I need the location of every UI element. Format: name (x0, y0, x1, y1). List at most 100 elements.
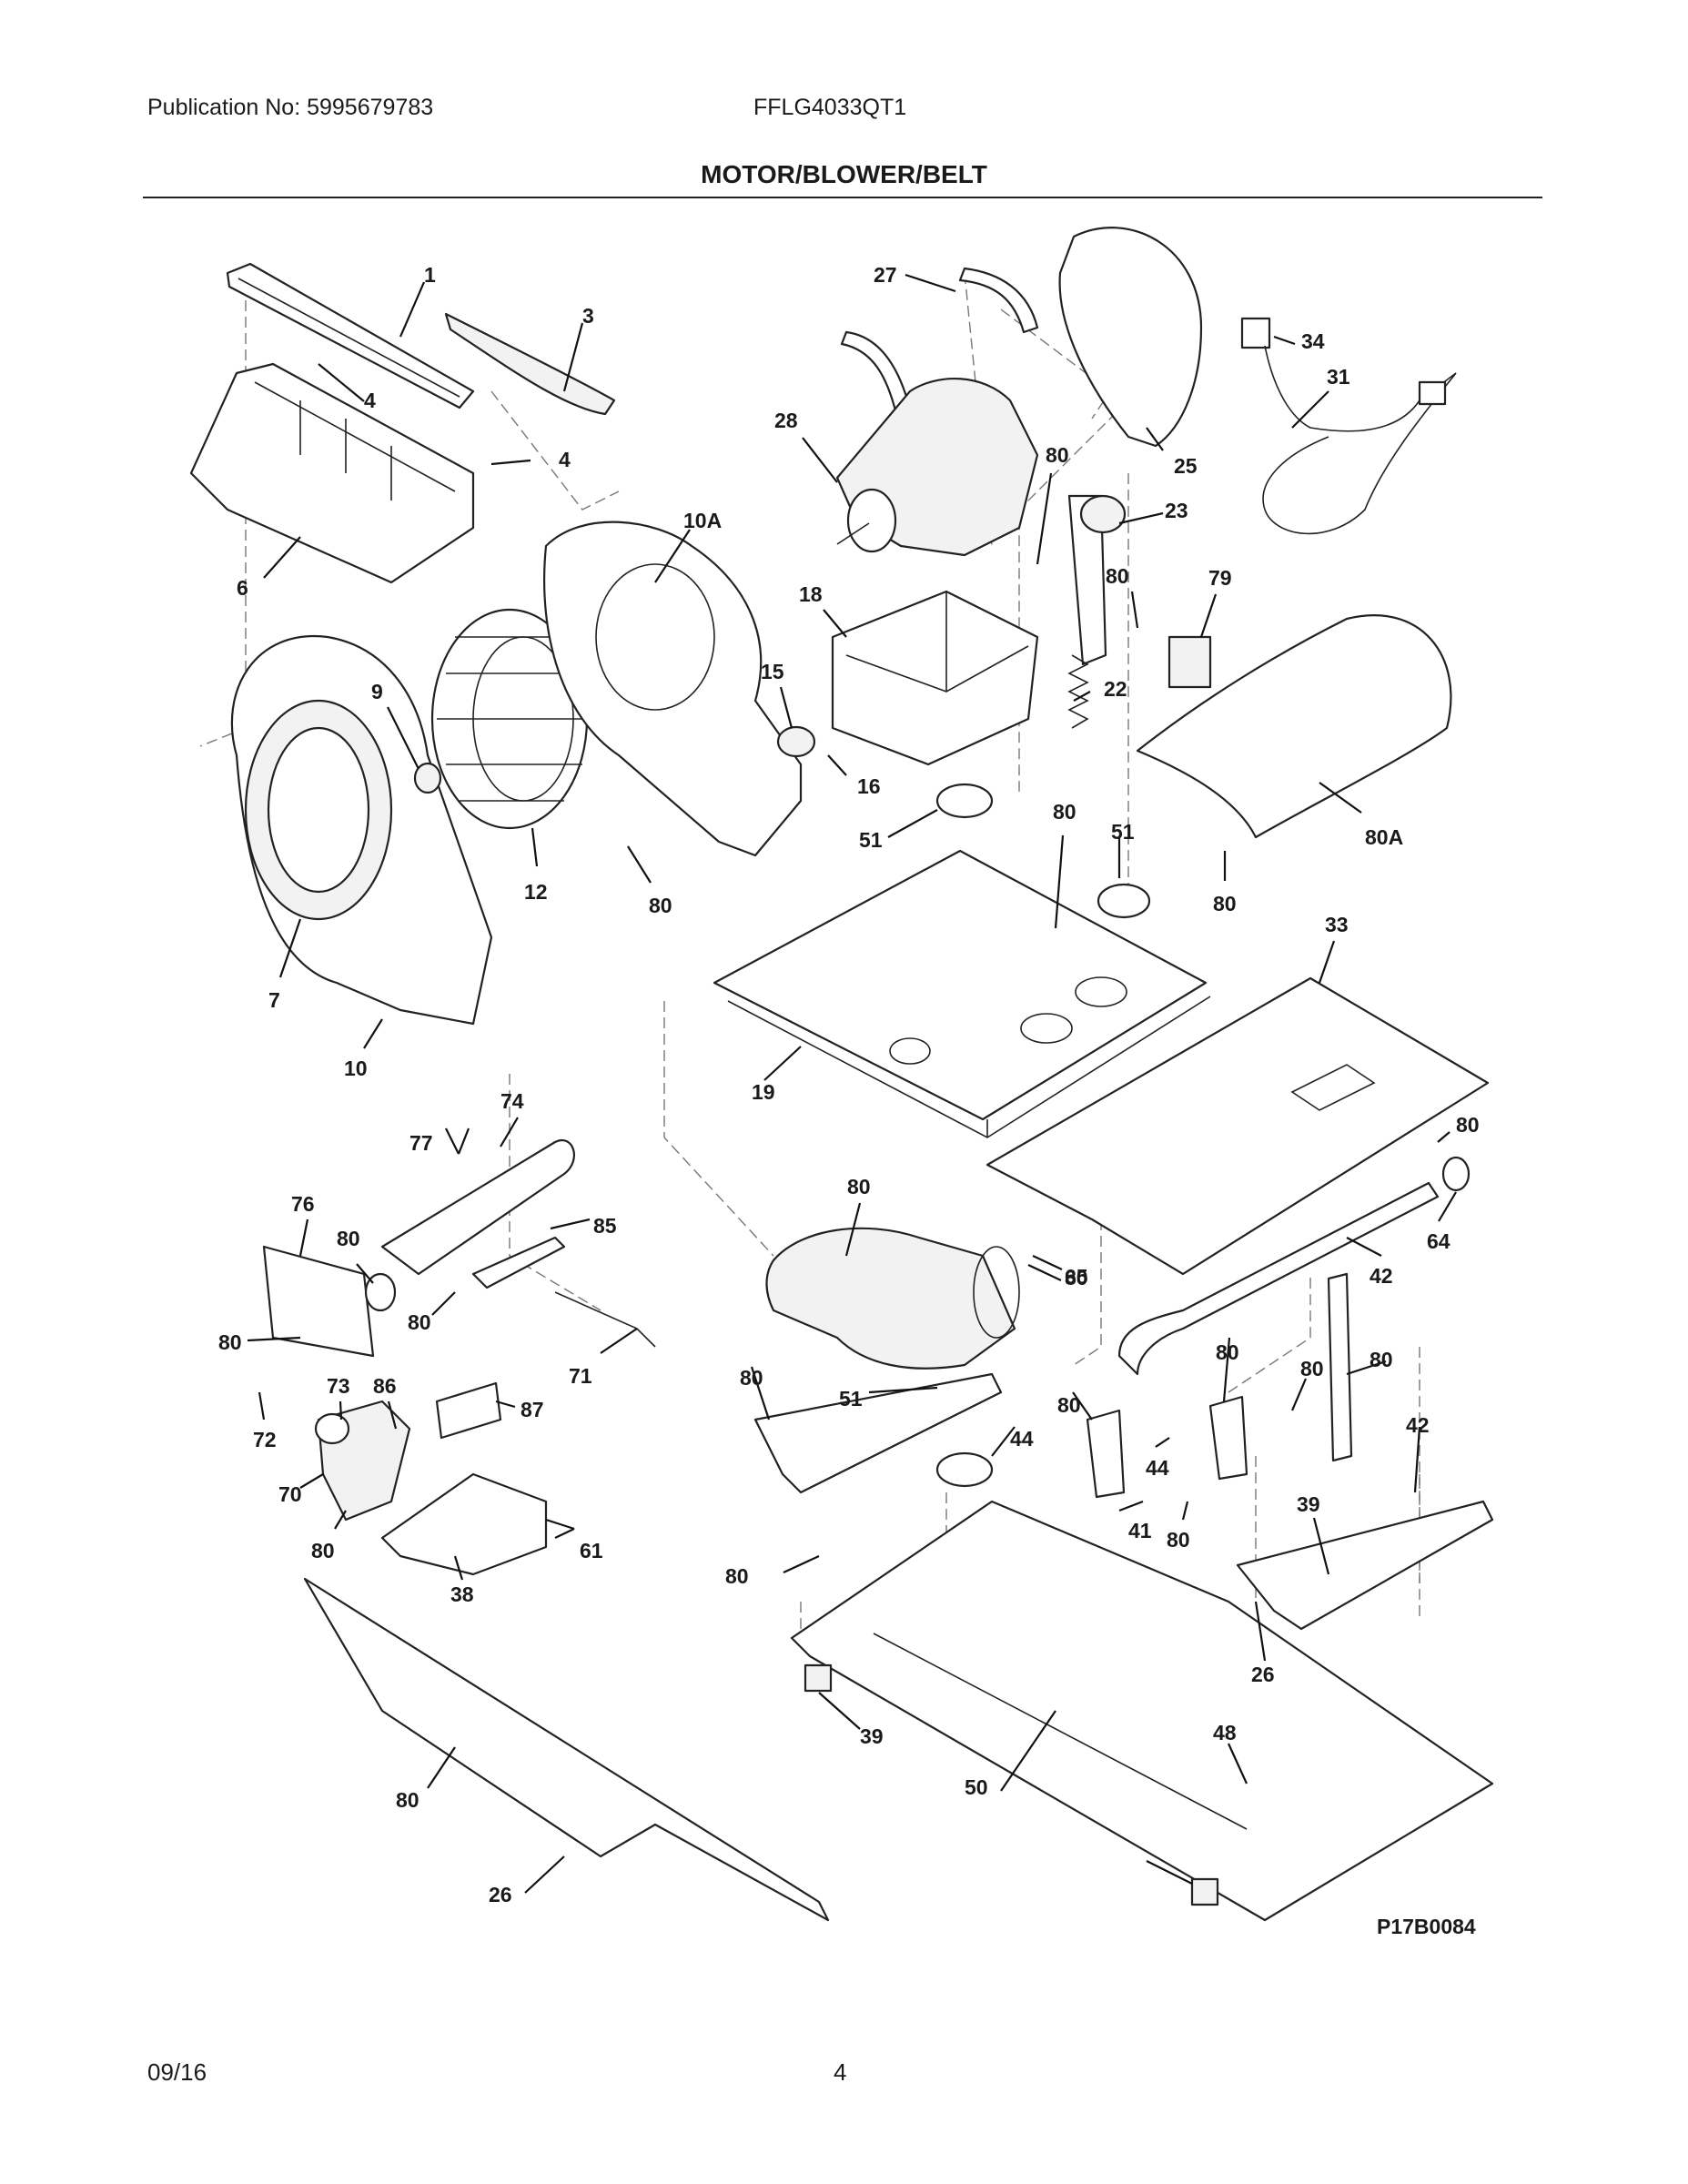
part-heat-shield (262, 1245, 375, 1358)
callout: 48 (1213, 1721, 1237, 1744)
callout: 3 (582, 304, 594, 328)
callout-labels: 1 3 4 4 6 10A 9 12 7 10 80 27 28 80 25 3… (218, 263, 1480, 1906)
callout: 41 (1128, 1519, 1152, 1542)
callout: 39 (1297, 1492, 1320, 1516)
part-igniter (471, 1236, 566, 1289)
part-motor-mount (831, 590, 1039, 766)
part-bracket (1086, 1409, 1126, 1499)
part-base-plate (713, 849, 1211, 1138)
part-base (790, 1500, 1494, 1922)
callout: 71 (569, 1364, 592, 1388)
callout: 22 (1104, 677, 1127, 701)
callout: 23 (1165, 499, 1188, 522)
callout: 65 (1065, 1265, 1088, 1289)
callout: 80 (1167, 1528, 1190, 1552)
callout: 9 (371, 680, 383, 703)
part-rail (753, 1372, 1003, 1494)
part-support-rod (1327, 1272, 1353, 1462)
part-burner-tube (380, 1138, 575, 1276)
callout: 80 (1216, 1340, 1239, 1364)
callout: 72 (253, 1428, 277, 1451)
callout: 26 (489, 1883, 512, 1906)
part-motor-switch (1167, 635, 1212, 689)
publication-number: Publication No: 5995679783 (147, 95, 434, 120)
drawing-code: P17B0084 (1377, 1915, 1476, 1938)
page-title: MOTOR/BLOWER/BELT (701, 160, 987, 188)
callout: 80 (1456, 1113, 1480, 1137)
callout: 80 (847, 1175, 871, 1198)
callout: 28 (774, 409, 798, 432)
callout: 87 (521, 1398, 544, 1421)
callout: 80 (218, 1330, 242, 1354)
part-exhaust-pipe (1117, 1156, 1471, 1376)
callout: 80 (740, 1366, 763, 1390)
callout: 70 (278, 1482, 302, 1506)
callout: 39 (860, 1724, 884, 1748)
part-gas-valve (314, 1400, 411, 1522)
callout: 26 (1251, 1663, 1275, 1686)
part-grommet (935, 783, 994, 819)
callout: 64 (1427, 1229, 1450, 1253)
callout: 42 (1370, 1264, 1393, 1288)
callout: 33 (1325, 913, 1349, 936)
part-drive-belt (1058, 227, 1203, 448)
leader-lines (247, 273, 1457, 1894)
page-number: 4 (834, 2058, 847, 2086)
callout: 51 (1111, 820, 1135, 844)
part-front-panel (303, 1577, 830, 1922)
part-grommet (935, 1451, 994, 1488)
callout: 80 (1370, 1348, 1393, 1371)
callout: 34 (1301, 329, 1325, 353)
part-rail (1236, 1500, 1494, 1631)
part-drive-motor (835, 378, 1039, 557)
callout: 19 (752, 1080, 775, 1104)
callout: 76 (291, 1192, 315, 1216)
model-number: FFLG4033QT1 (753, 95, 907, 120)
callout: 80 (1213, 892, 1237, 915)
callout: 80 (1053, 800, 1076, 824)
callout: 80 (396, 1788, 419, 1812)
callout: 61 (580, 1539, 603, 1562)
part-clamp-nut (413, 762, 442, 794)
part-bracket (1208, 1395, 1248, 1481)
callout: 12 (524, 880, 548, 904)
callout: 80A (1365, 825, 1403, 849)
part-valve-bracket (380, 1472, 548, 1576)
part-power-cord (1240, 317, 1457, 535)
part-bracket-86 (435, 1381, 502, 1440)
callout: 25 (1174, 454, 1198, 478)
callout: 27 (874, 263, 897, 287)
part-wire-harness (554, 1291, 656, 1348)
callout: 16 (857, 774, 881, 798)
callout: 80 (1057, 1393, 1081, 1417)
part-foot (804, 1663, 833, 1693)
callout: 1 (424, 263, 436, 287)
callout: 44 (1010, 1427, 1034, 1451)
part-gasket (226, 262, 475, 410)
part-foot (1190, 1877, 1219, 1906)
part-motor-shield (1136, 614, 1452, 839)
callout: 77 (409, 1131, 433, 1155)
callout: 10A (683, 509, 722, 532)
callout: 74 (500, 1089, 524, 1113)
part-idler-arm (1067, 494, 1127, 666)
callout: 38 (450, 1582, 474, 1606)
part-top-plate (986, 976, 1490, 1276)
callout: 51 (839, 1387, 863, 1410)
part-lint-housing (189, 362, 475, 584)
part-seal (776, 725, 816, 758)
callout: 80 (725, 1564, 749, 1588)
part-blower-housing-rear (543, 521, 803, 857)
callout: 6 (237, 576, 248, 600)
callout: 7 (268, 988, 280, 1012)
part-lint-screen-trim (444, 312, 616, 416)
part-idler-spring (1067, 654, 1089, 729)
callout: 80 (1106, 564, 1129, 588)
footer-date: 09/16 (147, 2058, 207, 2086)
callout: 80 (1065, 1266, 1088, 1289)
callout: 18 (799, 582, 823, 606)
callout: 80 (649, 894, 672, 917)
callout: 73 (327, 1374, 350, 1398)
callout: 50 (965, 1775, 988, 1799)
